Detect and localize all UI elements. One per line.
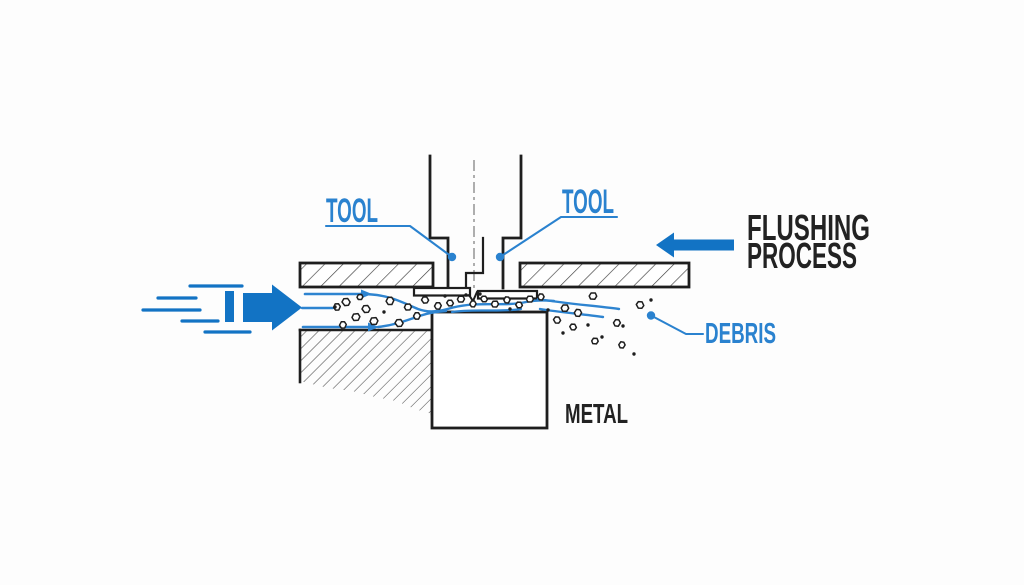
tool-shaft-left [428,154,450,290]
tool-flange-left [412,286,472,297]
metal-block [430,310,549,430]
top-plate-left [298,261,435,289]
debris-speck [586,323,590,327]
debris-chip [588,292,598,301]
tool-label-right: TOOL [562,183,614,221]
tool-electrode [412,154,539,304]
leader-tool-left [324,224,457,262]
debris-chip [338,320,348,329]
debris-chip [569,323,578,331]
debris-chip [351,312,361,322]
debris-speck [443,294,447,298]
leader-tool-right [495,215,619,262]
flushing-process-label-line2: PROCESS [747,235,857,276]
debris-chip [590,337,599,345]
debris-speck [508,307,512,311]
tool-step-line [464,236,485,290]
leader-debris [646,311,705,336]
debris-chip [403,303,413,311]
debris-chip [560,304,570,313]
debris-chip [612,318,622,327]
tool-label-left: TOOL [326,192,378,230]
debris-chip [394,318,404,328]
debris-speck [561,331,565,335]
debris-chip [385,296,395,306]
top-plate-right [518,261,691,289]
debris-chip [552,316,562,324]
debris-chip [445,299,455,307]
debris-speck [478,292,482,296]
debris-chip [412,312,422,320]
debris-chip [479,295,489,303]
debris-chip [537,293,545,301]
flushing-arrow-icon [656,232,734,258]
debris-chip [420,296,430,304]
flow-arrowhead-bottom [368,322,379,332]
debris-chip [361,304,371,314]
debris-speck [632,352,636,356]
debris-chip [456,295,466,303]
debris-speck [382,310,386,314]
debris-chip [618,341,626,349]
debris-speck [649,298,653,302]
debris-chip [469,300,477,308]
speed-lines [141,284,252,334]
debris-label: DEBRIS [705,318,776,350]
debris-chip [514,301,524,309]
metal-label: METAL [565,398,628,429]
debris-chip [341,297,351,307]
tool-shaft-right [501,154,523,290]
debris-speck [333,305,337,309]
debris-speck [621,324,625,328]
debris-speck [464,293,468,297]
debris-speck [600,335,604,339]
debris-chip [635,300,645,310]
debris-particles [332,292,653,356]
debris-chip [573,308,583,318]
bottom-plate-wedge [298,328,434,416]
debris-speck [546,308,550,312]
debris-chip [503,296,511,304]
flushing-process-label-line1: FLUSHING [747,207,870,248]
debris-chip [369,316,379,326]
inflow-arrow-icon [225,284,302,331]
debris-chip [525,295,535,303]
debris-chip [433,301,443,310]
debris-chip [356,293,364,301]
debris-chip [490,300,500,308]
